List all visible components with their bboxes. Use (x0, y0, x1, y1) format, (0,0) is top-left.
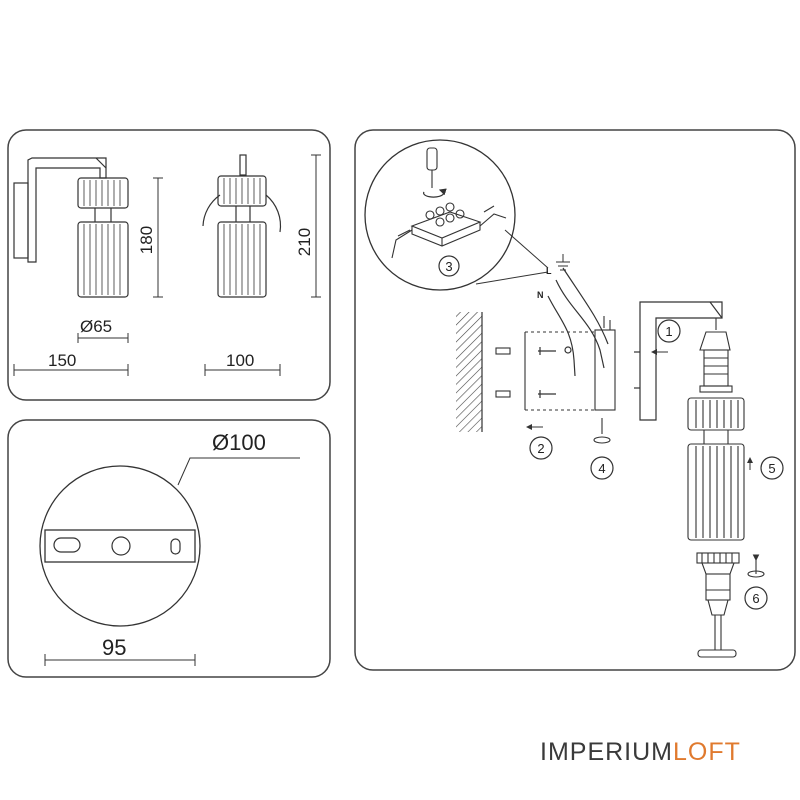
shade-upper-ring (687, 397, 745, 444)
step-2-badge: 2 (529, 436, 553, 460)
step-3-badge: 3 (438, 255, 460, 277)
neutral-wire-label: N (537, 290, 544, 300)
side-view-drawing (13, 157, 129, 298)
step-6-screw (747, 554, 765, 578)
hole-spacing-label: 95 (102, 635, 126, 660)
dimensions-panel: 180 Ø65 150 (7, 129, 331, 401)
rotate-arrow-icon (423, 188, 447, 198)
step-5-badge: 5 (760, 456, 784, 480)
svg-text:2: 2 (537, 441, 544, 456)
svg-text:1: 1 (665, 324, 672, 339)
step-4-badge: 4 (590, 456, 614, 480)
brand-name-part1: IMPERIUM (540, 738, 673, 766)
shade-body (687, 443, 745, 541)
svg-text:3: 3 (445, 259, 452, 274)
svg-text:IMPERIUMLOFT: IMPERIUMLOFT (540, 738, 741, 766)
lamp-socket (699, 318, 733, 393)
step-4-screw (593, 418, 611, 444)
supply-wires (547, 267, 609, 377)
terminal-detail-callout: 3 (364, 139, 549, 291)
screwdriver-icon (426, 147, 438, 188)
shade-diameter-label: Ø65 (80, 317, 112, 336)
screws (538, 346, 640, 398)
side-width-label: 150 (48, 351, 76, 370)
front-width-label: 100 (226, 351, 254, 370)
plate-diameter-label: Ø100 (212, 430, 266, 455)
live-wire-label: L (546, 266, 552, 276)
svg-text:5: 5 (768, 461, 775, 476)
brand-logo: IMPERIUMLOFT (540, 738, 741, 766)
installation-panel: 3 L N (354, 129, 796, 671)
front-view-drawing (202, 154, 282, 298)
terminal-block (391, 202, 507, 259)
brand-name-part2: LOFT (673, 738, 741, 766)
bulb-holder (696, 552, 740, 658)
total-height-label: 210 (295, 228, 314, 256)
step-1-badge: 1 (657, 319, 681, 343)
wall-plate-panel: Ø100 95 (7, 419, 331, 678)
wall-plugs (495, 347, 511, 398)
step-6-badge: 6 (744, 586, 768, 610)
svg-text:4: 4 (598, 461, 605, 476)
lamp-arm (639, 301, 723, 421)
svg-text:6: 6 (752, 591, 759, 606)
ground-symbol-icon (556, 254, 570, 271)
mounting-plate (524, 316, 616, 411)
wall-hatching (456, 312, 482, 432)
shade-height-label: 180 (137, 226, 156, 254)
